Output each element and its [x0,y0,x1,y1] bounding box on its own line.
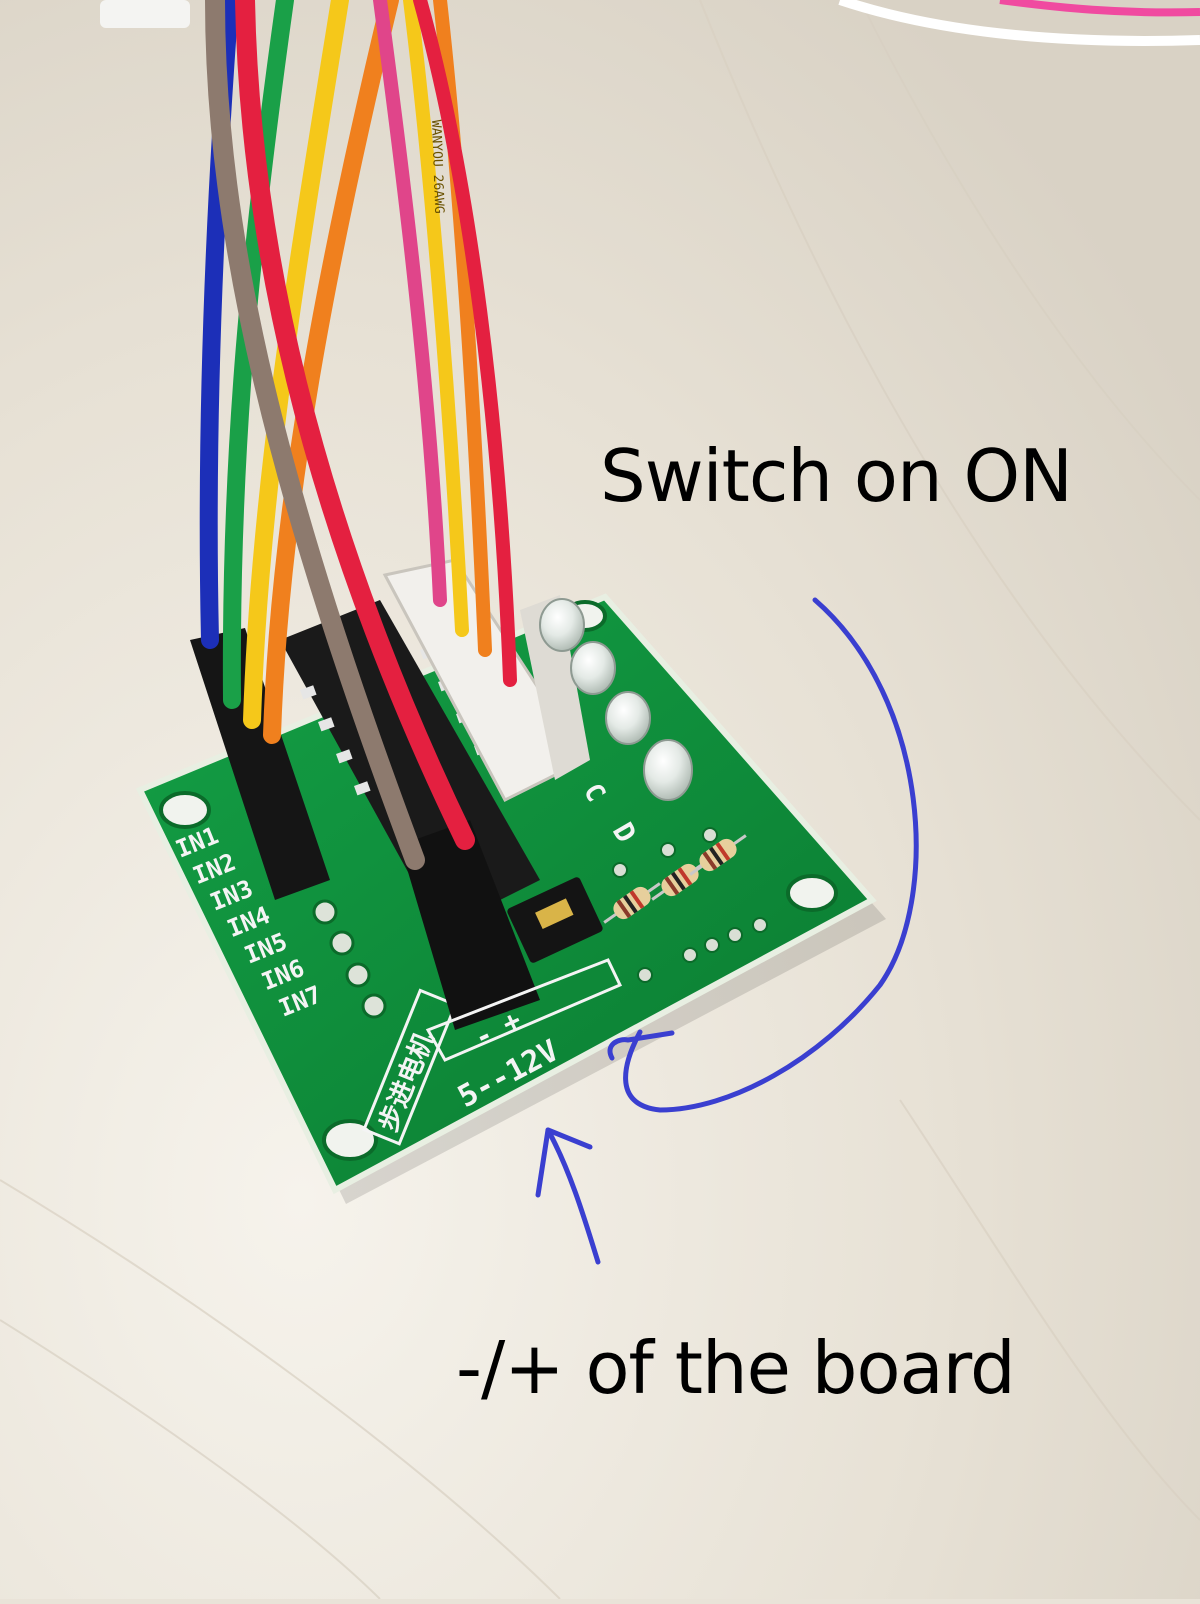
dupont-housing [400,820,540,1030]
led-b [570,641,616,695]
wire-print: WANYOU 26AWG [428,120,446,215]
wire-orange-right [433,0,492,657]
polarity-caption: -/+ of the board [456,1326,1016,1410]
annotation-marks [535,597,919,1265]
leds [539,598,693,801]
resistor-3 [689,834,747,876]
wire-pink [373,0,447,607]
input-pads [312,899,387,1019]
led-d [643,739,693,801]
led-a [539,598,585,652]
resistors [603,834,747,924]
resistor-2 [651,859,709,901]
wire-red-right [413,0,517,687]
resistor-1 [603,882,661,924]
switch-arrow [623,597,919,1113]
power-jumper [507,877,603,963]
wire-bundle [199,0,517,870]
stray-pink-wire [999,0,1200,17]
led-c [605,691,651,745]
wire-yellow-right [403,0,469,637]
plug-top-left [100,0,190,28]
wire-green [222,0,294,709]
resistor-pads [612,827,768,983]
power-outline [425,958,623,1062]
input-labels: IN1 IN2 IN3 IN4 IN5 IN6 IN7 [172,821,326,1022]
switch-on-caption: Switch on ON [600,434,1073,518]
wire-brown [205,0,425,870]
wire-red [235,0,475,850]
polarity-arrow [545,1127,601,1265]
polarity-arrowhead [535,1127,593,1198]
switch-arrowhead [607,1030,675,1061]
wire-orange [263,0,399,744]
mounting-holes [159,600,838,1161]
stray-cable-top-right [838,0,1200,46]
